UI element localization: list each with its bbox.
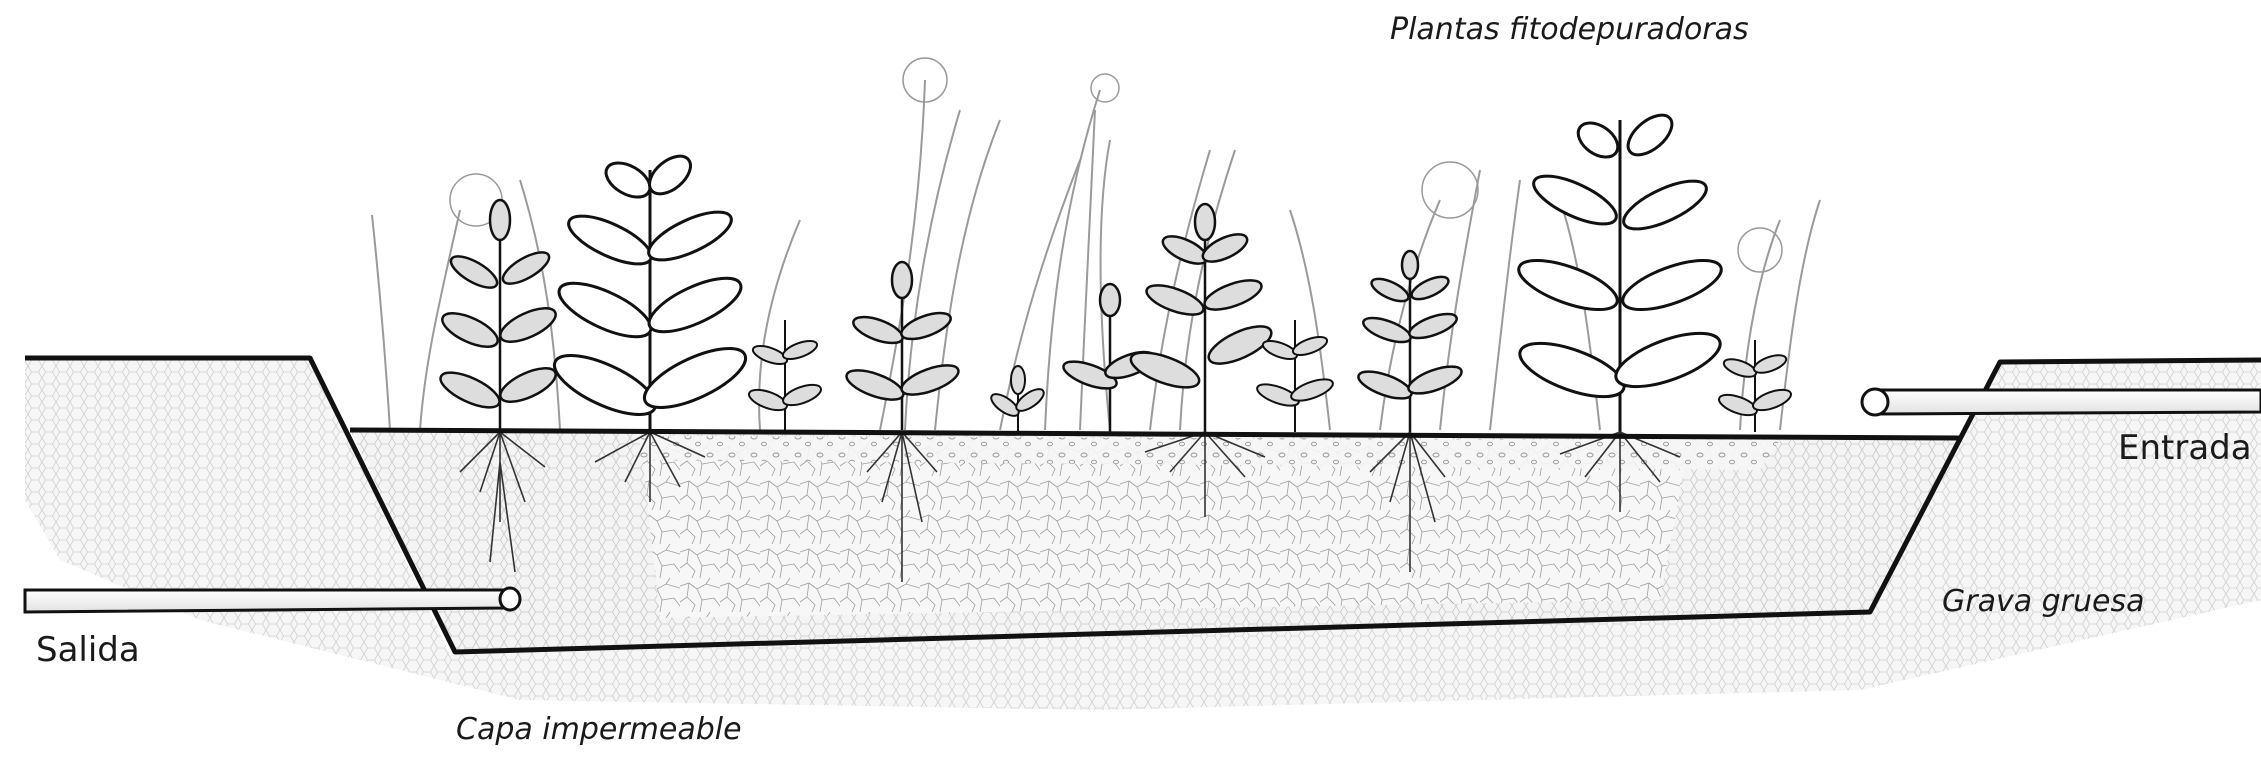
inlet-pipe <box>1862 389 2261 415</box>
inlet-label: Entrada <box>2118 428 2252 468</box>
plant-9 <box>1355 251 1464 432</box>
outlet-label: Salida <box>36 630 140 670</box>
gravel-label: Grava gruesa <box>1942 584 2145 619</box>
plants-group <box>436 108 1794 432</box>
plant-7 <box>1127 204 1277 432</box>
plants-label: Plantas fitodepuradoras <box>1390 12 1749 47</box>
plant-3 <box>746 320 823 430</box>
plant-10 <box>1513 108 1727 432</box>
plant-5 <box>988 366 1047 432</box>
plant-2 <box>547 149 754 430</box>
liner-label: Capa impermeable <box>456 712 742 747</box>
outlet-pipe <box>25 588 520 612</box>
